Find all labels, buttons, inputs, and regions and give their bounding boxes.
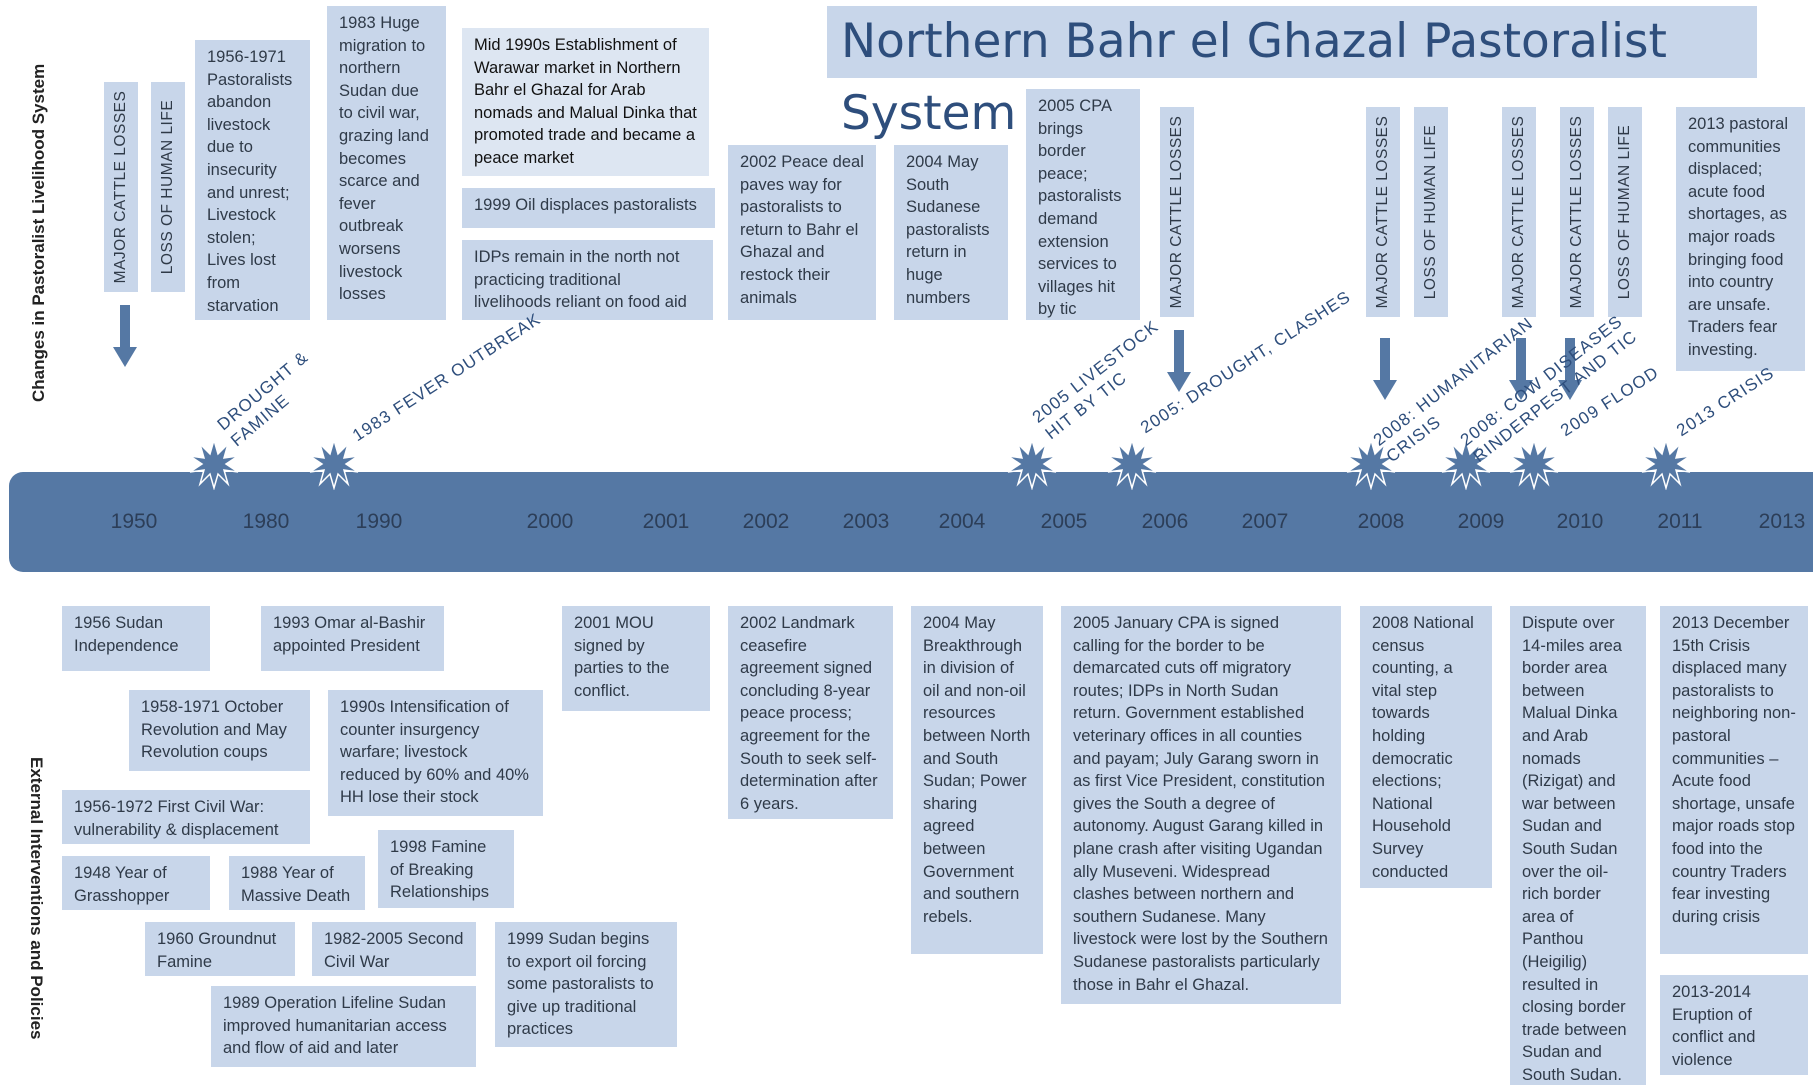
vertical-label: MAJOR CATTLE LOSSES bbox=[1168, 115, 1185, 309]
top-event-box: 1956-1971 Pastoralists abandon livestock… bbox=[195, 40, 310, 320]
bottom-event-box: 1958-1971 October Revolution and May Rev… bbox=[129, 690, 310, 771]
vertical-label: MAJOR CATTLE LOSSES bbox=[1510, 115, 1527, 309]
vertical-label-box: LOSS OF HUMAN LIFE bbox=[1414, 107, 1448, 317]
starburst-icon bbox=[1007, 438, 1057, 490]
vertical-label-box: MAJOR CATTLE LOSSES bbox=[1560, 107, 1594, 317]
vertical-label-box: LOSS OF HUMAN LIFE bbox=[151, 82, 185, 292]
side-label-top: Changes in Pastoralist Livelihood System bbox=[29, 63, 48, 402]
year-label: 2008 bbox=[1357, 510, 1405, 533]
year-label: 2011 bbox=[1657, 510, 1703, 533]
bottom-event-box: 2002 Landmark ceasefire agreement signed… bbox=[728, 606, 893, 819]
bottom-event-box: 1956 Sudan Independence bbox=[62, 606, 210, 671]
bottom-event-box: 1993 Omar al-Bashir appointed President bbox=[261, 606, 444, 671]
vertical-label: LOSS OF HUMAN LIFE bbox=[1422, 124, 1439, 300]
year-label: 2002 bbox=[742, 510, 790, 533]
down-arrow-icon bbox=[1373, 338, 1397, 400]
down-arrow-icon bbox=[1509, 338, 1533, 400]
bottom-event-box: 2004 May Breakthrough in division of oil… bbox=[911, 606, 1043, 954]
down-arrow-icon bbox=[113, 305, 137, 367]
year-label: 2006 bbox=[1141, 510, 1189, 533]
vertical-label-box: MAJOR CATTLE LOSSES bbox=[1160, 107, 1194, 317]
year-label: 2010 bbox=[1556, 510, 1604, 533]
bottom-event-box: 1982-2005 Second Civil War bbox=[312, 922, 476, 976]
year-label: 2009 bbox=[1457, 510, 1505, 533]
bottom-event-box: 2005 January CPA is signed calling for t… bbox=[1061, 606, 1341, 1004]
event-label: 2013 CRISIS bbox=[1673, 362, 1778, 441]
vertical-label-box: MAJOR CATTLE LOSSES bbox=[104, 82, 138, 292]
top-event-box: Mid 1990s Establishment of Warawar marke… bbox=[462, 28, 709, 176]
bottom-event-box: 1988 Year of Massive Death bbox=[229, 856, 365, 910]
starburst-icon bbox=[189, 438, 239, 490]
vertical-label-box: MAJOR CATTLE LOSSES bbox=[1502, 107, 1536, 317]
starburst-icon bbox=[1509, 438, 1559, 490]
bottom-event-box: 1956-1972 First Civil War: vulnerability… bbox=[62, 790, 310, 844]
bottom-event-box: 1960 Groundnut Famine bbox=[145, 922, 295, 976]
timeline-bar bbox=[9, 472, 1813, 572]
year-label: 1980 bbox=[242, 510, 290, 533]
down-arrow-icon bbox=[1558, 338, 1582, 400]
top-event-box: 2002 Peace deal paves way for pastoralis… bbox=[728, 145, 876, 320]
year-label: 2003 bbox=[842, 510, 890, 533]
starburst-icon bbox=[1641, 438, 1691, 490]
starburst-icon bbox=[309, 438, 359, 490]
top-event-box: 2005 CPA brings border peace; pastoralis… bbox=[1026, 89, 1140, 320]
top-event-box: 1999 Oil displaces pastoralists bbox=[462, 188, 715, 228]
bottom-event-box: Dispute over 14-miles area border area b… bbox=[1510, 606, 1646, 1085]
year-label: 2013 bbox=[1758, 510, 1806, 533]
top-event-box: 1983 Huge migration to northern Sudan du… bbox=[327, 6, 446, 320]
year-label: 1990 bbox=[355, 510, 403, 533]
bottom-event-box: 2013 December 15th Crisis displaced many… bbox=[1660, 606, 1808, 954]
bottom-event-box: 1990s Intensification of counter insurge… bbox=[328, 690, 543, 816]
vertical-label: LOSS OF HUMAN LIFE bbox=[159, 99, 176, 275]
bottom-event-box: 1948 Year of Grasshopper bbox=[62, 856, 210, 910]
bottom-event-box: 2001 MOU signed by parties to the confli… bbox=[562, 606, 710, 711]
year-label: 1950 bbox=[110, 510, 158, 533]
event-label: DROUGHT & FAMINE bbox=[213, 347, 313, 451]
vertical-label: MAJOR CATTLE LOSSES bbox=[1374, 115, 1391, 309]
bottom-event-box: 2013-2014 Eruption of conflict and viole… bbox=[1660, 975, 1808, 1075]
vertical-label-box: LOSS OF HUMAN LIFE bbox=[1608, 107, 1642, 317]
year-label: 2005 bbox=[1040, 510, 1088, 533]
down-arrow-icon bbox=[1167, 330, 1191, 392]
vertical-label: MAJOR CATTLE LOSSES bbox=[1568, 115, 1585, 309]
top-event-box: IDPs remain in the north not practicing … bbox=[462, 240, 713, 320]
bottom-event-box: 1999 Sudan begins to export oil forcing … bbox=[495, 922, 677, 1047]
year-label: 2007 bbox=[1241, 510, 1289, 533]
starburst-icon bbox=[1107, 438, 1157, 490]
top-event-box: 2004 May South Sudanese pastoralists ret… bbox=[894, 145, 1008, 320]
year-label: 2001 bbox=[642, 510, 690, 533]
bottom-event-box: 2008 National census counting, a vital s… bbox=[1360, 606, 1492, 888]
bottom-event-box: 1998 Famine of Breaking Relationships bbox=[378, 830, 514, 908]
year-label: 2004 bbox=[938, 510, 986, 533]
vertical-label-box: MAJOR CATTLE LOSSES bbox=[1366, 107, 1400, 317]
vertical-label: LOSS OF HUMAN LIFE bbox=[1616, 124, 1633, 300]
side-label-bottom: External Interventions and Policies bbox=[27, 757, 46, 1040]
event-label: 1983 FEVER OUTBREAK bbox=[349, 309, 545, 446]
vertical-label: MAJOR CATTLE LOSSES bbox=[112, 90, 129, 284]
starburst-icon bbox=[1346, 438, 1396, 490]
bottom-event-box: 1989 Operation Lifeline Sudan improved h… bbox=[211, 986, 476, 1067]
diagram-title: Northern Bahr el Ghazal Pastoralist Syst… bbox=[827, 6, 1757, 141]
starburst-icon bbox=[1441, 438, 1491, 490]
top-event-box: 2013 pastoral communities displaced; acu… bbox=[1676, 107, 1805, 371]
year-label: 2000 bbox=[526, 510, 574, 533]
